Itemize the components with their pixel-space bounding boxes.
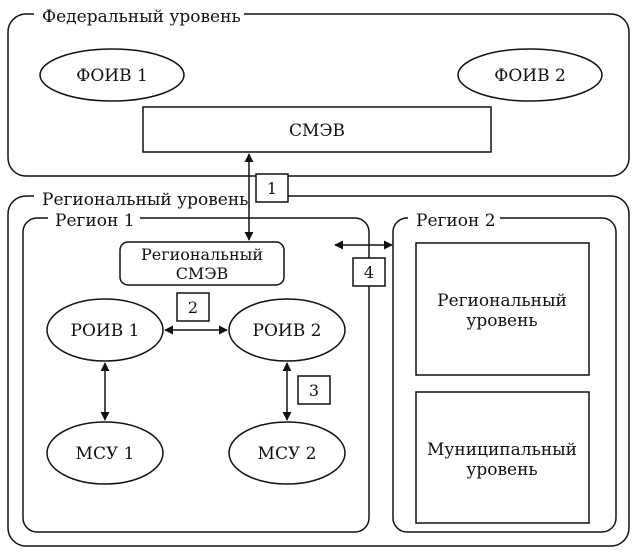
- region-2-regional-level-node: Региональный уровень: [415, 242, 590, 376]
- connection-badge-4: 4: [352, 257, 386, 287]
- foiv-1-label: ФОИВ 1: [76, 66, 148, 86]
- connection-label-4: 4: [364, 263, 374, 282]
- foiv-2-node: ФОИВ 2: [457, 48, 603, 102]
- roiv-1-label: РОИВ 1: [71, 321, 140, 341]
- foiv-1-node: ФОИВ 1: [39, 48, 185, 102]
- federal-level-title: Федеральный уровень: [42, 7, 241, 27]
- smev-node: СМЭВ: [142, 106, 492, 153]
- region-2-municipal-level-line2: уровень: [466, 460, 537, 480]
- region-2-municipal-level-line1: Муниципальный: [427, 440, 577, 460]
- msu-2-node: МСУ 2: [228, 421, 346, 485]
- roiv-2-label: РОИВ 2: [253, 321, 322, 341]
- regional-level-title: Региональный уровень: [42, 190, 248, 210]
- foiv-2-label: ФОИВ 2: [494, 66, 566, 86]
- connection-badge-3: 3: [297, 375, 331, 405]
- msu-2-label: МСУ 2: [258, 444, 317, 464]
- connection-label-3: 3: [309, 381, 319, 400]
- connection-badge-1: 1: [255, 173, 289, 203]
- region-2-regional-level-line1: Региональный: [437, 291, 567, 311]
- roiv-1-node: РОИВ 1: [46, 298, 164, 362]
- region-2-title: Регион 2: [416, 211, 496, 231]
- msu-1-label: МСУ 1: [76, 444, 135, 464]
- roiv-2-node: РОИВ 2: [228, 298, 346, 362]
- connection-label-2: 2: [188, 298, 198, 317]
- connection-badge-2: 2: [176, 292, 210, 322]
- connection-label-1: 1: [267, 179, 277, 198]
- region-1-title: Регион 1: [55, 211, 135, 231]
- msu-1-node: МСУ 1: [46, 421, 164, 485]
- regional-smev-label-line2: СМЭВ: [176, 264, 229, 283]
- region-2-municipal-level-node: Муниципальный уровень: [415, 391, 590, 524]
- region-2-regional-level-line2: уровень: [466, 311, 537, 331]
- regional-smev-node: Региональный СМЭВ: [119, 241, 285, 286]
- smev-label: СМЭВ: [289, 121, 345, 141]
- regional-smev-label-line1: Региональный: [141, 245, 263, 264]
